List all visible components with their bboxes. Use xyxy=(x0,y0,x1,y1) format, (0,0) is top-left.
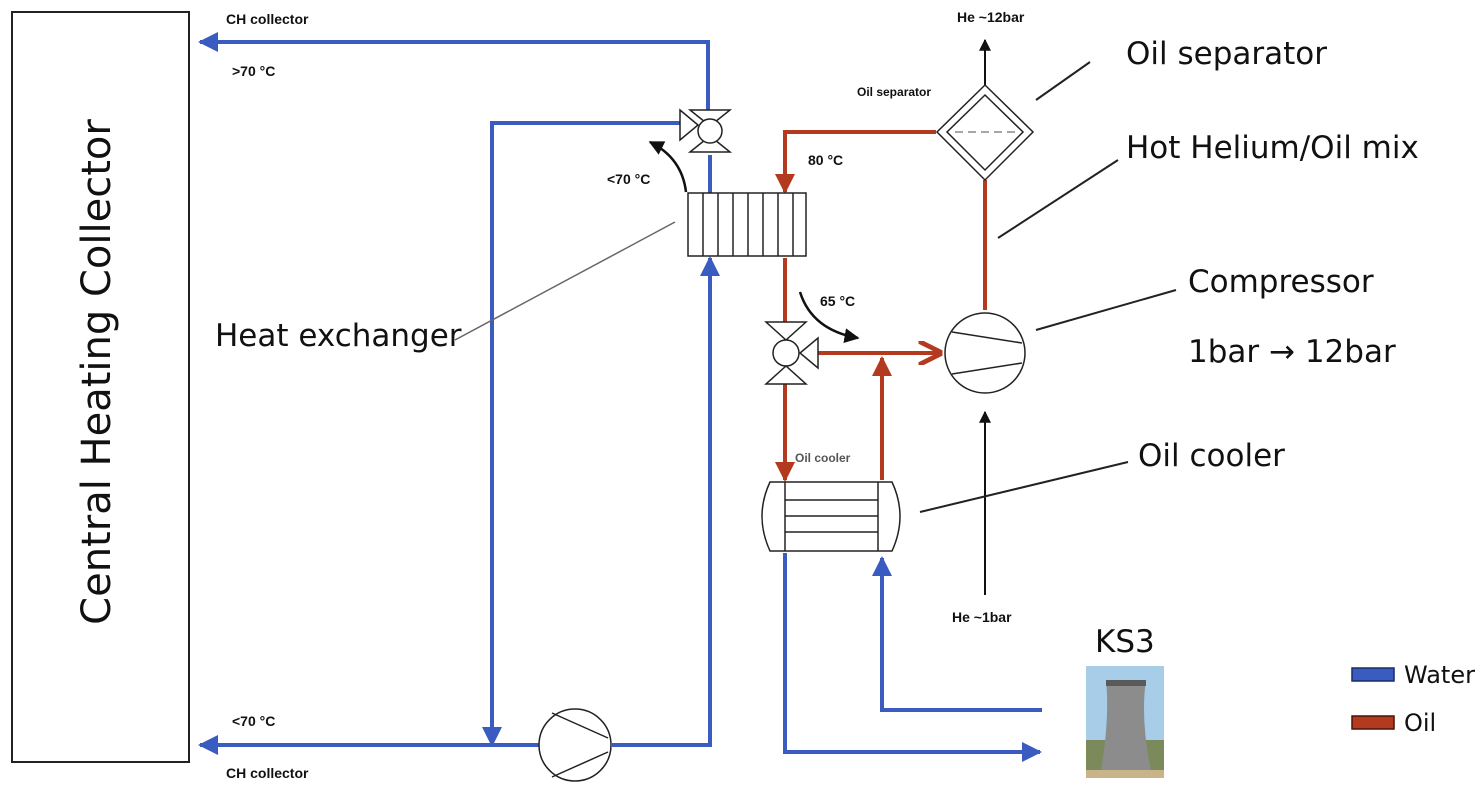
flow-direction-arrows xyxy=(648,140,860,344)
he-12bar-label: He ~12bar xyxy=(957,9,1025,25)
temp-above-70-label: >70 °C xyxy=(232,63,275,79)
compressor-label: Compressor xyxy=(1188,264,1374,300)
oil-circuit xyxy=(775,130,987,482)
ks3-label: KS3 xyxy=(1095,624,1155,660)
compressor xyxy=(944,312,1026,394)
water-three-way-valve xyxy=(679,108,733,153)
water-pump xyxy=(538,708,612,782)
ch-collector-bottom-label: CH collector xyxy=(226,765,309,781)
temp-below-70-return-label: <70 °C xyxy=(232,713,275,729)
water-circuit xyxy=(198,32,1042,762)
oil-cooler-label: Oil cooler xyxy=(1138,438,1285,474)
legend-water-swatch xyxy=(1351,667,1395,682)
heat-exchanger-label: Heat exchanger xyxy=(215,318,462,354)
he-1bar-label: He ~1bar xyxy=(952,609,1012,625)
legend-oil-label: Oil xyxy=(1404,709,1436,737)
central-heating-collector xyxy=(11,11,190,763)
pressure-label: 1bar → 12bar xyxy=(1188,334,1396,370)
oil-cooler-small-label: Oil cooler xyxy=(795,451,851,465)
temp-65-label: 65 °C xyxy=(820,293,855,309)
temp-80-label: 80 °C xyxy=(808,152,843,168)
heat-exchanger xyxy=(687,192,807,257)
oil-separator-label: Oil separator xyxy=(1126,36,1327,72)
oil-separator xyxy=(935,83,1035,182)
cooling-tower-icon xyxy=(1086,666,1164,778)
central-heating-label: Central Heating Collector xyxy=(74,119,120,625)
leader-lines xyxy=(454,61,1177,513)
temp-below-70-exchanger-label: <70 °C xyxy=(607,171,650,187)
oil-cooler xyxy=(761,481,901,552)
legend: Water Oil xyxy=(1351,661,1475,737)
ch-collector-top-label: CH collector xyxy=(226,11,309,27)
hot-mix-label: Hot Helium/Oil mix xyxy=(1126,130,1419,166)
oil-separator-small-label: Oil separator xyxy=(857,85,931,99)
legend-water-label: Water xyxy=(1404,661,1475,689)
legend-oil-swatch xyxy=(1351,715,1395,730)
oil-three-way-valve xyxy=(764,321,819,385)
